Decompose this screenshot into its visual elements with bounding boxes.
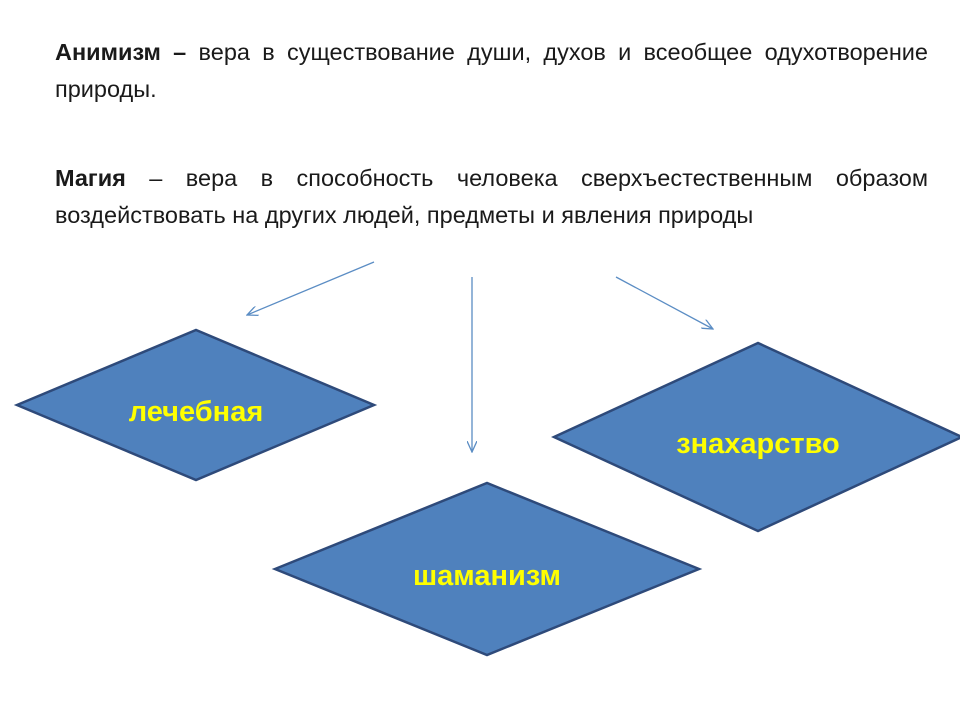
shamanizm-diamond: [271, 481, 703, 657]
magic-definition-text: – вера в способность человека сверхъесте…: [55, 165, 928, 228]
node-shamanizm: шаманизм: [271, 481, 703, 657]
node-lechebnaya: лечебная: [13, 328, 378, 482]
znakharstvo-label: знахарство: [676, 428, 840, 460]
node-znakharstvo: знахарство: [551, 341, 960, 533]
shamanizm-label: шаманизм: [413, 560, 561, 592]
animism-term: Анимизм –: [55, 39, 187, 65]
animism-definition: Анимизм – вера в существование души, дух…: [55, 34, 928, 108]
znakharstvo-diamond: [551, 341, 960, 533]
arrow-to-lechebnaya: [247, 261, 375, 315]
magic-definition: Магия – вера в способность человека свер…: [55, 160, 928, 234]
animism-definition-text: вера в существование души, духов и всеоб…: [55, 39, 928, 102]
arrow-to-znakharstvo: [615, 276, 713, 329]
magic-term: Магия: [55, 165, 126, 191]
lechebnaya-diamond: [13, 328, 378, 482]
lechebnaya-label: лечебная: [129, 396, 264, 428]
